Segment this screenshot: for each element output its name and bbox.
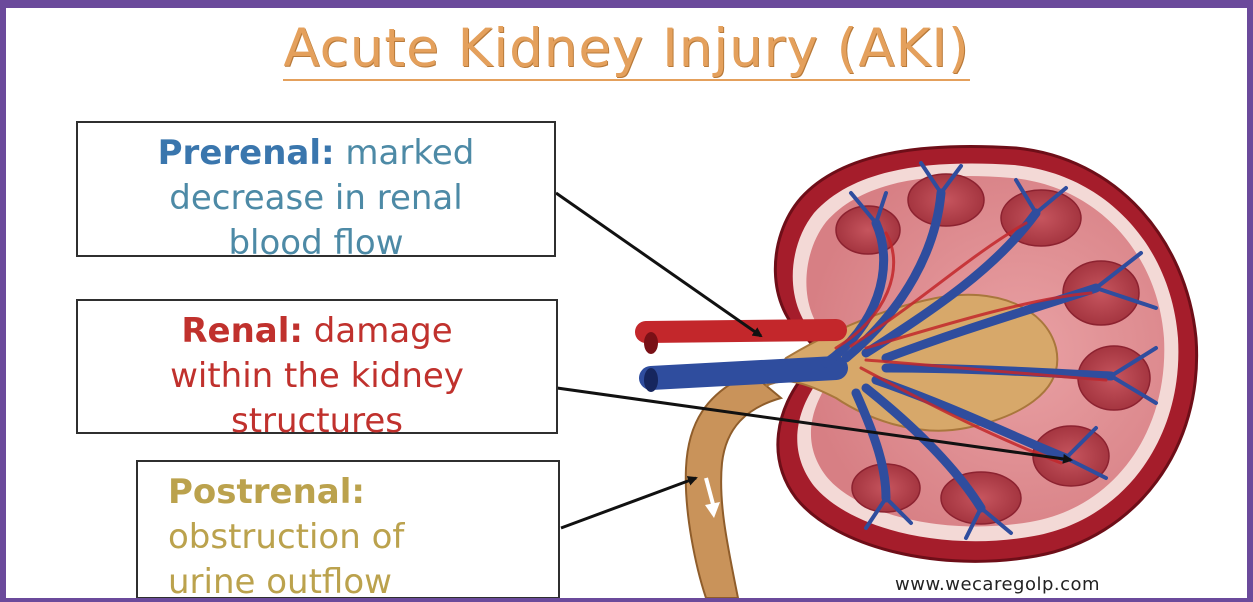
renal-line2: within the kidney <box>78 354 556 399</box>
renal-line1: Renal: damage <box>78 309 556 354</box>
prerenal-line3: blood flow <box>78 221 554 266</box>
renal-line3: structures <box>78 399 556 444</box>
prerenal-pointer <box>556 193 761 336</box>
postrenal-line3: urine outflow <box>168 560 558 602</box>
postrenal-line2: obstruction of <box>168 515 558 560</box>
renal-box: Renal: damage within the kidney structur… <box>76 299 558 434</box>
source-credit: www.wecaregolp.com <box>895 574 1100 595</box>
prerenal-line1: Prerenal: marked <box>78 131 554 176</box>
postrenal-line1: Postrenal: <box>168 470 558 515</box>
postrenal-box: Postrenal: obstruction of urine outflow <box>136 460 560 599</box>
prerenal-line2: decrease in renal <box>78 176 554 221</box>
prerenal-box: Prerenal: marked decrease in renal blood… <box>76 121 556 257</box>
postrenal-pointer <box>561 478 696 528</box>
